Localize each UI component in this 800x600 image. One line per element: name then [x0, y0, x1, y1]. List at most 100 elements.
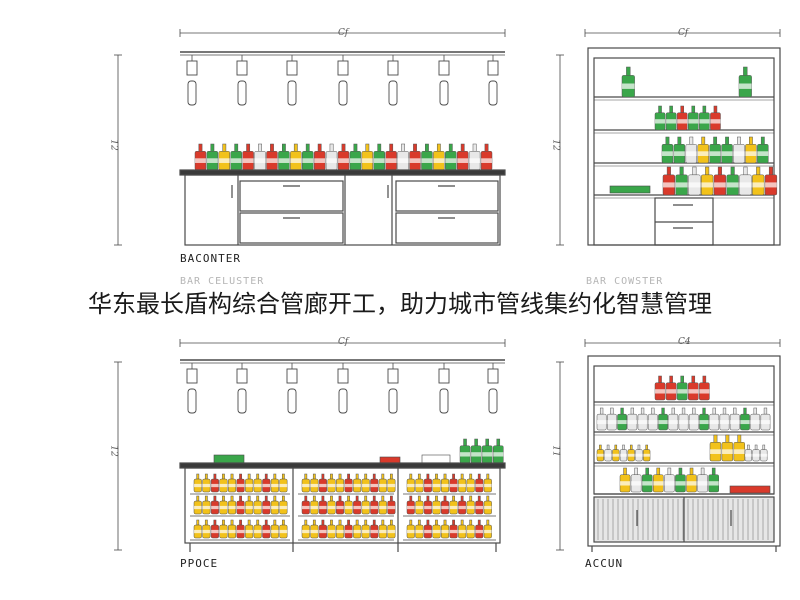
- tr-top-bottle-right-label: [739, 83, 752, 89]
- br-row2-6-label: [658, 420, 668, 425]
- bl-item-2-0-1-neck: [417, 473, 421, 480]
- br-row2-1-label: [607, 420, 617, 425]
- bl-item-0-1-2-neck: [213, 495, 217, 502]
- bl-item-2-1-0-neck: [409, 495, 413, 502]
- bl-item-0-2-8-neck: [264, 519, 268, 526]
- br-row1-3-label: [688, 389, 699, 394]
- tr-row4-0-label: [663, 182, 675, 188]
- bl-tray-1: [213, 454, 245, 464]
- bl-item-1-0-9-neck: [381, 473, 385, 480]
- br-row2-2-label: [617, 420, 627, 425]
- br-row3c-0-label: [745, 453, 752, 457]
- bl-item-2-2-2-neck: [426, 519, 430, 526]
- bl-item-1-1-7-neck: [364, 495, 368, 502]
- bl-item-0-2-0-neck: [196, 519, 200, 526]
- br-row3a-4-neck: [629, 444, 633, 450]
- bl-item-1-1-6-neck: [355, 495, 359, 502]
- tl-bottles-10-label: [314, 158, 326, 163]
- tr-row2-2-neck: [680, 105, 684, 113]
- headline: 华东最长盾构综合管廊开工，助力城市管线集约化智慧管理: [88, 290, 712, 318]
- bl-item-1-0-5-neck: [347, 473, 350, 480]
- br-row4-3-label: [653, 481, 664, 486]
- br-row4-8-label: [708, 481, 719, 486]
- br-row3c-2-neck: [762, 444, 766, 450]
- bl-item-2-2-8-neck: [477, 519, 481, 526]
- bl-item-0-1-4-neck: [230, 495, 234, 502]
- bl-item-1-2-6-neck: [355, 519, 359, 526]
- bl-hanging-glass-0: [187, 388, 197, 414]
- bl-item-1-0-3-neck: [330, 473, 333, 480]
- br-row3a-1-neck: [606, 444, 610, 450]
- br-row4-0-label: [620, 481, 631, 486]
- br-row2-0-neck: [599, 407, 604, 415]
- br-row3a-6-label: [643, 453, 651, 457]
- br-row4-3-neck: [656, 467, 661, 475]
- bl-hanging-glass-6: [488, 388, 498, 414]
- bl-item-0-0-10-label: [279, 483, 288, 488]
- bl-item-0-1-5-label: [236, 505, 245, 510]
- bottom-left-label: PPOCE: [180, 557, 219, 570]
- bl-item-1-2-9-neck: [381, 519, 385, 526]
- br-row2-10-label: [699, 420, 709, 425]
- br-row2-4-neck: [640, 407, 645, 415]
- tr-row3-8-label: [757, 151, 769, 156]
- bl-item-1-2-4-neck: [338, 519, 342, 526]
- bl-hanging-glass-1: [237, 388, 247, 414]
- br-row3b-2-label: [733, 449, 745, 454]
- tr-row4-4-label: [714, 182, 726, 188]
- tl-hanging-holder-3: [337, 60, 349, 76]
- bl-item-2-1-4-label: [441, 505, 449, 510]
- tr-row4-7-label: [752, 182, 765, 188]
- bl-countertop: [179, 462, 506, 469]
- bl-item-1-1-1-neck: [312, 495, 316, 502]
- tr-row4-8-neck: [768, 166, 773, 176]
- tr-row3-0-neck: [665, 136, 670, 145]
- bl-item-2-0-5-label: [449, 483, 458, 488]
- bl-item-1-0-0-label: [302, 483, 310, 488]
- tl-countertop: [179, 169, 506, 176]
- bl-hanging-glass-5: [439, 388, 449, 414]
- br-row2-11-neck: [712, 407, 716, 415]
- bl-item-0-2-7-label: [253, 529, 262, 534]
- bl-item-0-1-3-neck: [222, 495, 225, 502]
- bl-item-1-1-5-neck: [347, 495, 350, 502]
- bl-item-2-2-7-neck: [469, 519, 473, 526]
- bl-item-1-1-3-label: [327, 505, 336, 510]
- tr-row3-8-neck: [760, 136, 765, 145]
- tl-counter-body: [184, 174, 501, 246]
- top-left-height-dim: 12: [108, 139, 119, 151]
- tr-tray: [609, 185, 651, 194]
- br-row1-0-label: [655, 389, 666, 394]
- br-row3a-5-label: [635, 453, 643, 457]
- bl-item-1-1-9-label: [379, 505, 387, 510]
- bl-item-1-2-2-label: [319, 529, 327, 534]
- br-row3a-0-label: [597, 453, 604, 457]
- top-right-width-dim: Cf: [678, 28, 689, 38]
- bl-hanging-holder-1: [236, 368, 248, 384]
- tl-bottles-8-label: [290, 158, 302, 163]
- bl-hanging-glass-4: [388, 388, 398, 414]
- tl-hanging-holder-0: [186, 60, 198, 76]
- br-row3b-0-label: [710, 449, 721, 454]
- bl-item-0-1-2-label: [211, 505, 219, 510]
- bl-item-1-1-8-label: [370, 505, 379, 510]
- bl-item-2-0-9-neck: [486, 473, 490, 480]
- bl-item-1-2-10-neck: [389, 519, 393, 526]
- br-row3c-1-label: [752, 453, 760, 457]
- bl-item-1-2-0-label: [302, 529, 310, 534]
- bl-item-1-0-4-neck: [338, 473, 342, 480]
- tr-row2-2-label: [677, 119, 688, 124]
- tr-top-bottle-left-neck: [626, 66, 631, 76]
- bl-item-2-2-4-label: [441, 529, 449, 534]
- bl-item-0-1-10-neck: [281, 495, 285, 502]
- tl-hanging-glass-6: [488, 80, 498, 106]
- bl-item-1-0-7-label: [361, 483, 370, 488]
- br-row1-0-neck: [658, 375, 662, 383]
- br-row4-0-neck: [623, 467, 627, 475]
- top-right-faded-label: BAR COWSTER: [586, 276, 664, 287]
- tl-bottles-17-neck: [401, 143, 405, 152]
- bl-item-2-2-8-label: [475, 529, 484, 534]
- tl-drawer-2: [239, 212, 344, 244]
- bl-item-0-0-9-label: [271, 483, 279, 488]
